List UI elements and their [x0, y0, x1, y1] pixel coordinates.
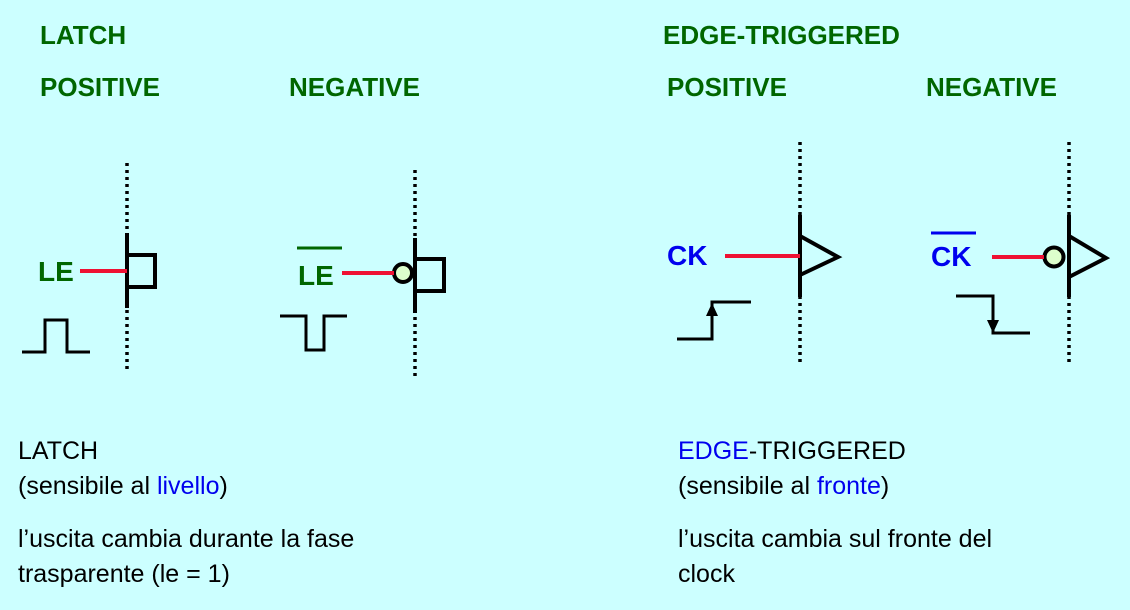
falling-arrow-icon	[987, 320, 999, 333]
edge-positive-symbol	[677, 142, 843, 365]
edge-behavior-line-1: l’uscita cambia sul fronte del	[678, 525, 993, 553]
inversion-bubble	[1042, 245, 1066, 269]
edge-positive-signal-label: CK	[667, 240, 708, 271]
positive-pulse-waveform	[22, 318, 90, 354]
edge-triggered-header: EDGE-TRIGGERED	[663, 20, 900, 50]
latch-sensitivity-suffix: )	[219, 472, 228, 500]
edge-negative-header: NEGATIVE	[926, 72, 1057, 102]
edge-sensitivity-line: (sensibile al fronte)	[678, 469, 906, 504]
latch-description: LATCH (sensibile al livello)	[18, 434, 228, 504]
latch-behavior-line-2: trasparente (le = 1)	[18, 560, 230, 588]
edge-behavior-line-2: clock	[678, 560, 735, 588]
latch-positive-header: POSITIVE	[40, 72, 160, 102]
inversion-bubble	[392, 262, 414, 284]
edge-behavior-text: l’uscita cambia sul fronte del clock	[678, 522, 992, 592]
edge-positive-header: POSITIVE	[667, 72, 787, 102]
rising-arrow-icon	[706, 303, 718, 316]
edge-title-keyword: EDGE	[678, 437, 749, 465]
latch-behavior-line-1: l’uscita cambia durante la fase	[18, 525, 355, 553]
latch-header: LATCH	[40, 20, 127, 50]
edge-title-rest: -TRIGGERED	[748, 437, 906, 465]
edge-sensitivity-prefix: (sensibile al	[678, 472, 817, 500]
latch-sensitivity-prefix: (sensibile al	[18, 472, 157, 500]
latch-negative-header: NEGATIVE	[289, 72, 420, 102]
edge-description: EDGE-TRIGGERED (sensibile al fronte)	[678, 434, 906, 504]
edge-negative-symbol	[931, 142, 1111, 365]
latch-negative-symbol	[280, 170, 446, 377]
latch-positive-symbol	[22, 163, 157, 373]
latch-description-title: LATCH	[18, 437, 99, 465]
edge-sensitivity-suffix: )	[880, 472, 890, 500]
rising-edge-waveform	[677, 300, 751, 341]
latch-behavior-text: l’uscita cambia durante la fase traspare…	[18, 522, 354, 592]
negative-pulse-waveform	[280, 314, 347, 352]
edge-negative-signal-label: CK	[931, 241, 972, 272]
latch-negative-signal-label: LE	[298, 260, 334, 291]
latch-sensitivity-line: (sensibile al livello)	[18, 469, 228, 504]
latch-positive-signal-label: LE	[38, 256, 74, 287]
edge-sensitivity-keyword: fronte	[816, 472, 881, 500]
falling-edge-waveform	[956, 294, 1030, 335]
latch-sensitivity-keyword: livello	[156, 472, 220, 500]
edge-description-title: EDGE-TRIGGERED	[678, 434, 906, 469]
